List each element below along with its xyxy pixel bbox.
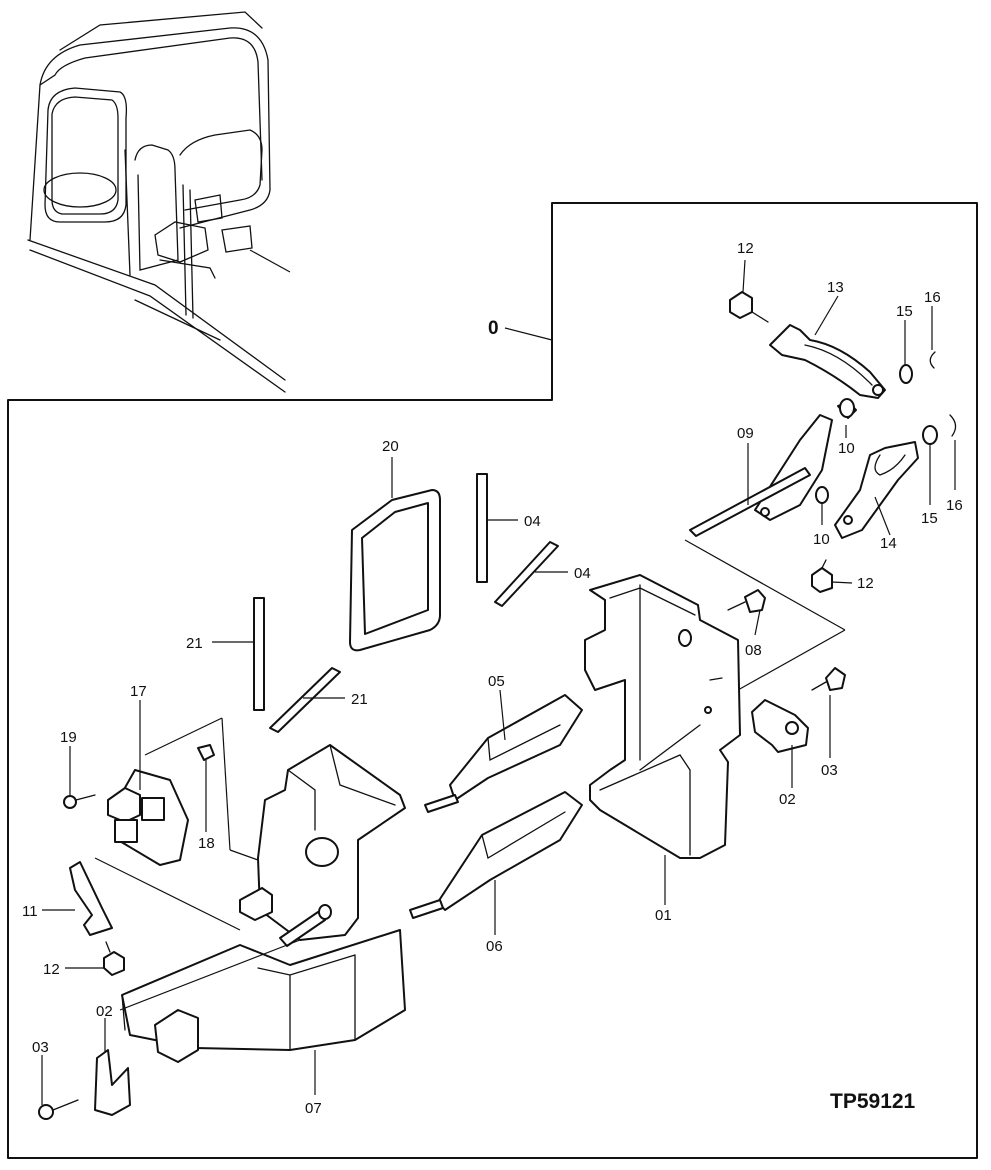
callout-09: 09 <box>737 425 754 442</box>
washer-15-top <box>899 364 913 384</box>
callout-12c: 12 <box>43 961 60 978</box>
callout-18: 18 <box>198 835 215 852</box>
callout-13: 13 <box>827 279 844 296</box>
callout-14: 14 <box>880 535 897 552</box>
callout-20: 20 <box>382 438 399 455</box>
callout-01: 01 <box>655 907 672 924</box>
callout-02b: 02 <box>96 1003 113 1020</box>
clip-16-mid <box>949 414 957 437</box>
callout-19: 19 <box>60 729 77 746</box>
assembly-boundary <box>7 202 978 1159</box>
callout-04a: 04 <box>524 513 541 530</box>
seal-strip-21-diagonal <box>269 667 341 733</box>
bracket-02-left <box>94 1049 131 1116</box>
screw-12-right <box>811 559 833 593</box>
lever-plate-09 <box>754 398 857 521</box>
clip-16-top <box>929 351 936 369</box>
callout-06: 06 <box>486 938 503 955</box>
screw-12-top <box>729 291 769 323</box>
assembly-leader <box>504 327 553 341</box>
callout-labels: 12 13 15 16 10 09 15 16 10 14 12 20 04 0… <box>22 240 963 1117</box>
callout-10a: 10 <box>838 440 855 457</box>
callout-15b: 15 <box>921 510 938 527</box>
gasket-20 <box>349 489 441 652</box>
cab-overview <box>27 11 291 393</box>
housing-01 <box>584 574 741 859</box>
seal-strip-21-vertical <box>253 597 265 711</box>
callout-11: 11 <box>22 903 38 920</box>
callout-07: 07 <box>305 1100 322 1117</box>
callout-15a: 15 <box>896 303 913 320</box>
callout-12b: 12 <box>857 575 874 592</box>
bracket-02-right <box>751 699 809 753</box>
callout-05: 05 <box>488 673 505 690</box>
bushing-10 <box>815 486 829 504</box>
callout-leaders <box>41 259 956 1105</box>
rod-09 <box>689 467 811 537</box>
callout-03b: 03 <box>32 1039 49 1056</box>
lever-11 <box>69 861 113 936</box>
callout-21a: 21 <box>186 635 203 652</box>
callout-17: 17 <box>130 683 147 700</box>
reference-code: TP59121 <box>830 1090 916 1113</box>
flap-05 <box>424 694 583 813</box>
screw-19 <box>63 794 96 809</box>
washer-15-mid <box>922 425 938 445</box>
seal-strip-04-vertical <box>476 473 488 583</box>
screw-18 <box>197 744 215 761</box>
screw-12-left <box>103 941 125 976</box>
screw-03-right <box>811 667 846 691</box>
callout-12a: 12 <box>737 240 754 257</box>
seal-strip-04-diagonal <box>494 541 559 607</box>
bracket-13 <box>769 324 886 399</box>
screw-03-left <box>38 1099 79 1120</box>
callout-10b: 10 <box>813 531 830 548</box>
motor-17 <box>107 769 189 866</box>
heater-housing <box>239 744 406 947</box>
callout-16b: 16 <box>946 497 963 514</box>
duct-07 <box>121 929 406 1063</box>
assembly-callout: 0 <box>488 318 499 339</box>
callout-16a: 16 <box>924 289 941 306</box>
flap-06 <box>409 791 583 919</box>
lever-14 <box>834 441 919 539</box>
screw-08 <box>727 589 766 613</box>
callout-08: 08 <box>745 642 762 659</box>
callout-21b: 21 <box>351 691 368 708</box>
callout-04b: 04 <box>574 565 591 582</box>
callout-02a: 02 <box>779 791 796 808</box>
callout-03a: 03 <box>821 762 838 779</box>
